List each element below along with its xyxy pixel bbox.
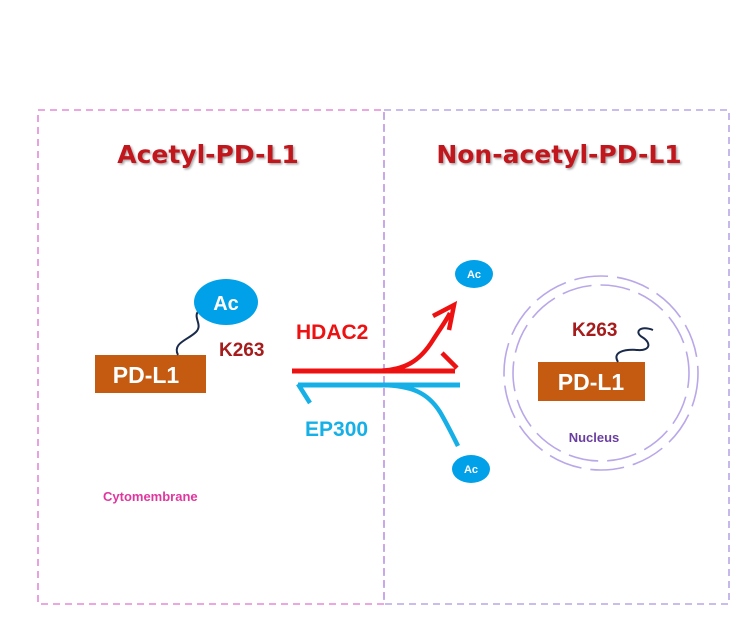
ep300-harpoon-barb <box>296 382 312 405</box>
ep300-label: EP300 <box>305 418 368 441</box>
k263-label-right: K263 <box>572 320 617 341</box>
acetylated-pdl1: PD-L1 Ac K263 <box>95 279 264 393</box>
hdac2-arrowhead <box>431 300 458 331</box>
nucleus-envelope <box>503 275 699 471</box>
hdac2-harpoon-barb <box>440 351 459 370</box>
cytomembrane-label: Cytomembrane <box>103 489 198 504</box>
non-acetyl-pdl1-title: Non-acetyl-PD-L1 <box>436 140 681 169</box>
acetyl-group-released <box>455 260 493 288</box>
k263-label-left: K263 <box>219 340 264 361</box>
acetyl-group-donor <box>452 455 490 483</box>
hdac2-arrow <box>292 300 459 374</box>
acetyl-group-bound <box>194 279 258 325</box>
acetyl-group-donor-label: Ac <box>464 464 478 476</box>
ep300-arrow <box>296 382 461 448</box>
nucleus-label: Nucleus <box>569 430 620 445</box>
hdac2-label: HDAC2 <box>296 321 368 344</box>
hdac2-arrow-branch <box>373 311 453 374</box>
nucleus-inner-ring <box>512 284 690 462</box>
pdl1-label-right: PD-L1 <box>558 369 625 395</box>
lysine-side-chain-right <box>615 327 654 363</box>
pdl1-box-right <box>538 362 645 401</box>
acetyl-group-released-label: Ac <box>467 269 481 281</box>
non-acetylated-pdl1: PD-L1 K263 <box>538 320 654 401</box>
pdl1-label-left: PD-L1 <box>113 362 180 388</box>
nucleus-outer-ring <box>503 275 699 471</box>
pdl1-box-left <box>95 355 206 393</box>
acetyl-pdl1-title: Acetyl-PD-L1 <box>117 140 299 169</box>
cytomembrane-panel <box>37 109 385 605</box>
acetyl-group-bound-label: Ac <box>213 293 239 315</box>
ep300-arrow-branch <box>377 382 461 448</box>
nucleus-panel <box>383 109 730 605</box>
